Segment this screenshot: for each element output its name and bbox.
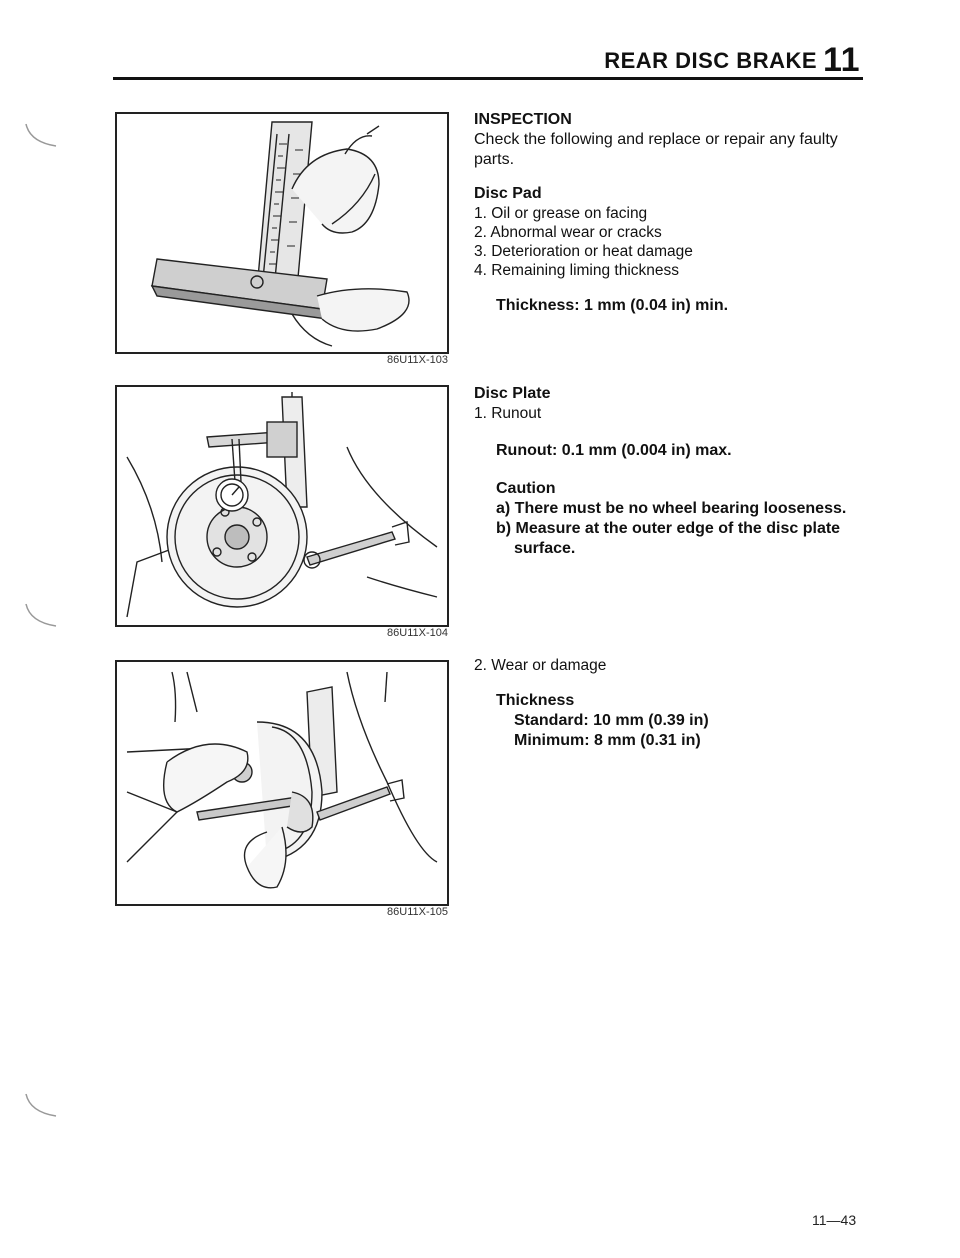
disc-pad-item: 4. Remaining liming thickness [474, 262, 680, 279]
margin-mark-middle [25, 603, 57, 627]
header-rule [113, 77, 863, 80]
disc-plate-section: Disc Plate 1. Runout Runout: 0.1 mm (0.0… [474, 384, 874, 559]
disc-pad-item: 1. Oil or grease on facing [474, 205, 648, 222]
thickness-heading: Thickness [496, 692, 575, 709]
thickness-standard: Standard: 10 mm (0.39 in) [514, 712, 709, 729]
inspection-section: INSPECTION Check the following and repla… [474, 110, 874, 170]
disc-pad-item: 3. Deterioration or heat damage [474, 243, 693, 260]
figure-code: 86U11X-105 [387, 906, 448, 918]
figure-code: 86U11X-103 [387, 354, 448, 366]
chapter-number: 11 [823, 41, 860, 79]
thickness-minimum: Minimum: 8 mm (0.31 in) [514, 732, 701, 749]
disc-plate-heading: Disc Plate [474, 385, 551, 402]
figure-code: 86U11X-104 [387, 627, 448, 639]
section-title: REAR DISC BRAKE [604, 48, 818, 73]
inspection-intro-line2: parts. [474, 151, 515, 168]
disc-pad-heading: Disc Pad [474, 185, 542, 202]
caution-item-a: a) There must be no wheel bearing loosen… [496, 500, 847, 517]
margin-mark-bottom [25, 1093, 57, 1117]
margin-mark-top [25, 123, 57, 147]
disc-plate-item-wear: 2. Wear or damage [474, 657, 607, 674]
runout-spec: Runout: 0.1 mm (0.004 in) max. [496, 442, 732, 459]
inspection-intro-line1: Check the following and replace or repai… [474, 131, 838, 148]
caution-heading: Caution [496, 480, 556, 497]
disc-pad-item: 2. Abnormal wear or cracks [474, 224, 662, 241]
figure-disc-thickness-measurement [115, 660, 449, 906]
page-number: 11—43 [812, 1212, 857, 1228]
figure-disc-runout-measurement [115, 385, 449, 627]
figure-pad-thickness-measurement [115, 112, 449, 354]
inspection-heading: INSPECTION [474, 111, 572, 128]
disc-plate-wear-section: 2. Wear or damage Thickness Standard: 10… [474, 656, 874, 751]
caution-item-b-line2: surface. [514, 540, 576, 557]
disc-pad-thickness-spec: Thickness: 1 mm (0.04 in) min. [496, 297, 729, 314]
disc-pad-section: Disc Pad 1. Oil or grease on facing 2. A… [474, 184, 874, 316]
disc-plate-item-runout: 1. Runout [474, 405, 542, 422]
caution-item-b-line1: b) Measure at the outer edge of the disc… [496, 520, 841, 537]
